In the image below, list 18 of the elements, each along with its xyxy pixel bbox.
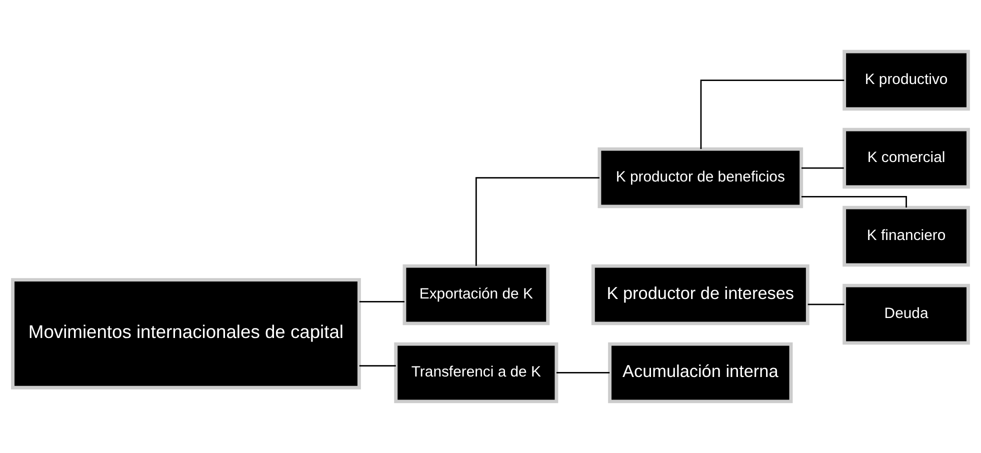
node-box: K productor de intereses	[591, 264, 810, 326]
node-box: K productivo	[842, 50, 970, 111]
connector	[700, 80, 844, 150]
connector	[475, 177, 600, 266]
node-box: K comercial	[842, 128, 970, 189]
node-box: Transferenci a de K	[394, 342, 558, 404]
connector	[808, 304, 844, 306]
node-box: Acumulación interna	[608, 342, 793, 404]
node-box: K financiero	[842, 206, 970, 267]
connector	[359, 300, 404, 302]
node-box: Deuda	[842, 284, 970, 345]
connector	[556, 372, 610, 374]
connector	[802, 167, 844, 169]
node-box: K productor de beneficios	[598, 147, 804, 208]
connector	[359, 365, 396, 367]
node-box: Exportación de K	[402, 264, 550, 326]
node-box: Movimientos internacionales de capital	[11, 278, 361, 390]
connector	[802, 196, 907, 208]
